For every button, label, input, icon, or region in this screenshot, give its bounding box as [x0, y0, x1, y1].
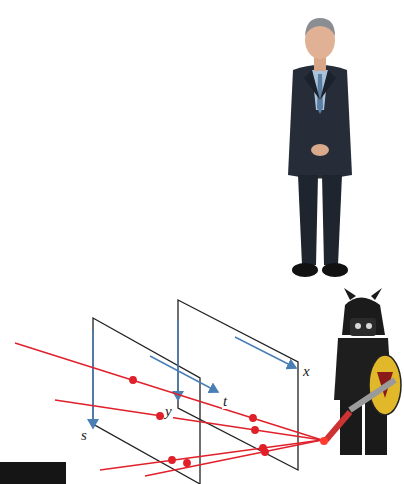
light-rays [15, 343, 322, 476]
man-photo [288, 18, 352, 277]
plane-xy [178, 300, 298, 470]
axis-label: x [302, 364, 311, 379]
axes [93, 320, 296, 428]
axis-label: s [80, 428, 88, 443]
photo-fragment [0, 462, 66, 484]
axis-label: t [222, 394, 228, 409]
axis-label: y [164, 404, 173, 419]
lego-figure [320, 288, 401, 455]
